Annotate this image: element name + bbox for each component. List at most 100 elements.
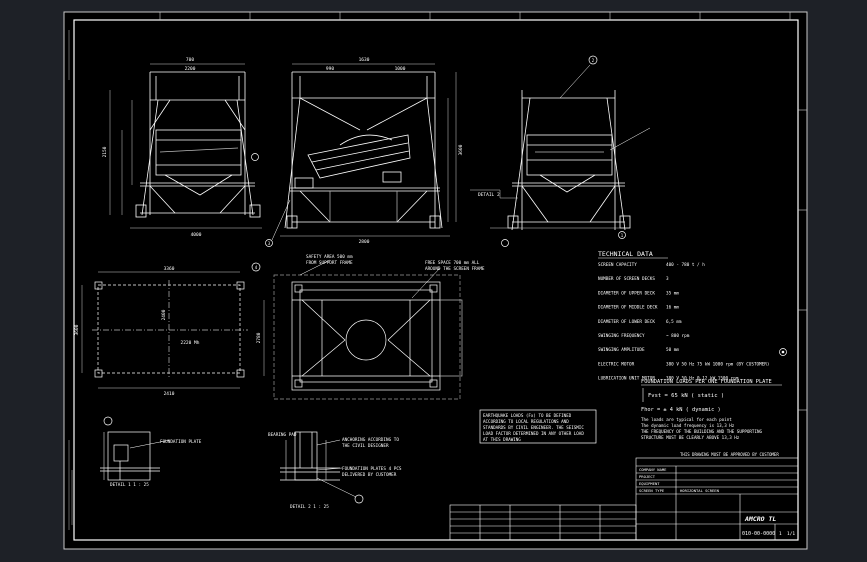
foundation-loads-block: FOUNDATION LOADS PER ONE FOUNDATION PLAT… (641, 379, 782, 440)
balloon-detail1 (103, 416, 113, 426)
bearing-pad-label: BEARING PAD (268, 432, 297, 438)
dim-view1-height: 2150 (102, 146, 108, 157)
drawing-border (73, 19, 799, 541)
tech-value: 6,5 mm (666, 319, 682, 325)
balloon-3-label: 3 (268, 241, 271, 246)
dim-plan-width2: 2410 (164, 391, 175, 397)
tech-value: 3 (666, 276, 669, 282)
technical-data-block: TECHNICAL DATA SCREEN CAPACITY 400 - 780 … (598, 250, 769, 382)
detail-1-title: DETAIL 1 1 : 25 (110, 482, 149, 488)
dim-plan-width: 3360 (164, 266, 175, 272)
balloon-view2 (265, 239, 273, 247)
foundation-note-2: The dynamic load frequency is 13,3 Hz (641, 423, 735, 428)
detail-2-callout: DETAIL 2 (478, 192, 500, 198)
company-logo: AMCRO TL (744, 515, 776, 523)
title-block (449, 457, 799, 541)
plates-label-1: FOUNDATION PLATES 4 PCS (342, 466, 402, 472)
foundation-dynamic-load: Fhor = ± 4 kN ( dynamic ) (641, 407, 721, 413)
tech-label: DIAMETER OF UPPER DECK (598, 290, 655, 296)
dim-plan2-height: 2780 (256, 332, 262, 343)
drawing-sheet (63, 11, 808, 550)
around-frame-label: AROUND THE SCREEN FRAME (425, 266, 485, 272)
from-frame-label: FROM SUPPORT FRAME (306, 260, 353, 266)
motor-note-dot (781, 350, 785, 354)
tb-row-screen-type: SCREEN TYPE (639, 488, 665, 493)
free-space-label: FREE SPACE 700 mm ALL (425, 260, 480, 266)
balloon-view3-right (618, 231, 626, 239)
tech-label: DIAMETER OF MIDDLE DECK (598, 305, 658, 311)
motor-note-balloon (779, 348, 787, 356)
tech-value: 380 V 50 Hz 0,12 kW 1500 rpm (666, 376, 739, 382)
tech-label: NUMBER OF SCREEN DECKS (598, 276, 655, 282)
foundation-note-4: STRUCTURE MUST BE CLEARLY ABOVE 13,3 Hz (641, 435, 740, 440)
tech-value: 16 mm (666, 305, 679, 311)
tech-label: SWINGING FREQUENCY (598, 333, 645, 339)
safety-area-label: SAFETY AREA 500 mm (306, 254, 353, 260)
detail-2-title: DETAIL 2 1 : 25 (290, 504, 329, 510)
earthquake-line-3: STANDARDS BY CIVIL ENGINEER. THE SEISMIC (483, 425, 584, 430)
tb-row-project: PROJECT (639, 474, 656, 479)
earthquake-line-2: ACCORDING TO LOCAL REGULATIONS AND (483, 419, 569, 424)
tech-value: 35 mm (666, 290, 679, 296)
anchoring-label-2: THE CIVIL DESIGNER (342, 443, 389, 449)
dim-view2-width: 2800 (359, 239, 370, 245)
dim-view1-top: 700 (186, 57, 194, 63)
top-plan-view (263, 259, 463, 400)
earthquake-line-5: AT THIS DRAWING (483, 437, 521, 442)
balloon-detail2 (354, 494, 364, 504)
balloon-1-label: 1 (621, 233, 624, 238)
foundation-heading: FOUNDATION LOADS PER ONE FOUNDATION PLAT… (641, 379, 772, 385)
anchoring-label-1: ANCHORING ACCORDING TO (342, 437, 399, 443)
dim-view2-top3: 1000 (395, 66, 406, 72)
plates-label-2: DELIVERED BY CUSTOMER (342, 472, 397, 478)
tech-value: 50 mm (666, 347, 679, 353)
foundation-static-load: Fvst = 65 kN ( static ) (648, 393, 724, 399)
balloon-view3-bottom (501, 239, 509, 247)
balloon-plan1 (251, 262, 261, 272)
tech-value: 380 V 50 Hz 75 kW 1000 rpm (BY CUSTOMER) (666, 361, 769, 367)
drawing-number: 010-00-0000 (742, 531, 775, 537)
balloon-view3-top (588, 55, 598, 65)
balloon-2-label: 2 (592, 58, 595, 63)
tech-value: 400 - 780 t / h (666, 262, 705, 268)
dim-view2-top: 1630 (359, 57, 370, 63)
balloon-view1 (251, 153, 259, 161)
margin-notes (68, 30, 73, 530)
tech-label: LUBRICATION UNIT MOTOR (598, 376, 655, 382)
dim-view1-width: 4000 (191, 232, 202, 238)
detail-1-view (100, 431, 171, 481)
detail-2-view (280, 431, 357, 498)
drawing-sheet: 1/1 (787, 531, 795, 537)
balloon-4-label: 4 (255, 265, 258, 270)
dim-view2-top2: 990 (326, 66, 334, 72)
foundation-note-3: THE FREQUENCY OF THE BUILDING AND THE SU… (641, 429, 762, 434)
tb-row-company: COMPANY NAME (639, 467, 667, 472)
leader-3 (271, 199, 291, 241)
side-elevation-view (280, 63, 457, 237)
tb-row-equipment: EQUIPMENT (639, 481, 660, 486)
front-elevation-view (109, 63, 262, 229)
tech-value: ~ 800 rpm (666, 333, 690, 339)
tb-screen-type-value: HORIZONTAL SCREEN (680, 488, 720, 493)
approval-note: THIS DRAWING MUST BE APPROVED BY CUSTOME… (680, 452, 779, 457)
dim-plan-height: 3600 (74, 324, 80, 335)
tech-label: DIAMETER OF LOWER DECK (598, 319, 655, 325)
technical-data-heading: TECHNICAL DATA (598, 250, 653, 258)
drawing-revision: 1 (779, 531, 782, 537)
foundation-note-1: The loads are typical for each point (641, 417, 732, 422)
dim-plan-diag: 2220 Mh (181, 340, 200, 346)
tech-label: SCREEN CAPACITY (598, 262, 637, 268)
earthquake-line-4: LOAD FACTOR DETERMINED IN ANY OTHER LOAD (483, 431, 584, 436)
earthquake-line-1: EARTHQUAKE LOADS (Fx) TO BE DEFINED (483, 413, 572, 418)
earthquake-note-box (479, 409, 597, 444)
dim-view1-top2: 2200 (185, 66, 196, 72)
foundation-plate-label: FOUNDATION PLATE (160, 439, 202, 445)
border-ticks (159, 12, 807, 411)
tech-label: SWINGING AMPLITUDE (598, 347, 645, 353)
foundation-plan-view (81, 271, 248, 389)
dim-plan-mid: 2400 (161, 309, 167, 320)
technical-data-rows: SCREEN CAPACITY 400 - 780 t / h NUMBER OF … (598, 262, 769, 382)
earthquake-note: EARTHQUAKE LOADS (Fx) TO BE DEFINED ACCO… (483, 413, 584, 442)
end-elevation-view (470, 64, 651, 231)
